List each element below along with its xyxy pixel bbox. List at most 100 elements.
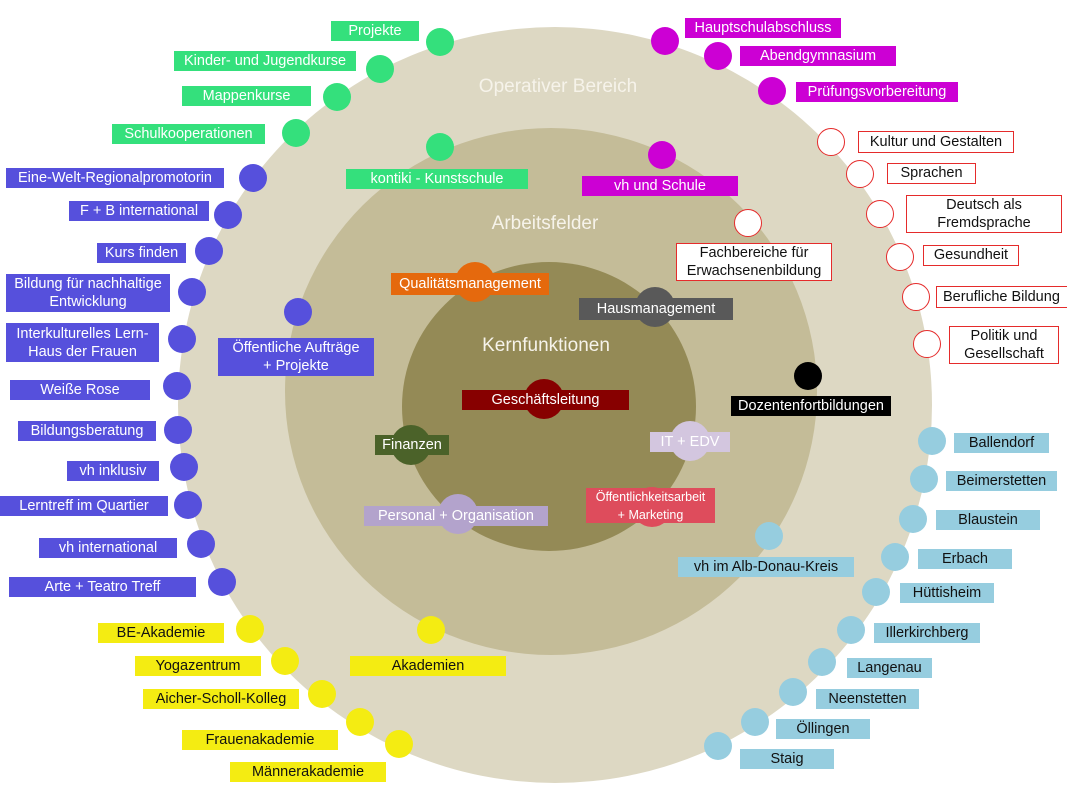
label-bildung-nachhaltige-entwicklung[interactable]: Bildung für nachhaltige Entwicklung [6,274,170,312]
node-abendgymnasium[interactable] [704,42,732,70]
label-erbach[interactable]: Erbach [918,549,1012,569]
label-lerntreff-im-quartier[interactable]: Lerntreff im Quartier [0,496,168,516]
node-fb-international[interactable] [214,201,242,229]
label-fachbereiche-erwachsenenbildung[interactable]: Fachbereiche für Erwachsenenbildung [676,243,832,281]
label-schulkooperationen[interactable]: Schulkooperationen [112,124,265,144]
node-pruefungsvorbereitung[interactable] [758,77,786,105]
label-akademien[interactable]: Akademien [350,656,506,676]
label-aicher-scholl-kolleg[interactable]: Aicher-Scholl-Kolleg [143,689,299,709]
node-vh-inklusiv[interactable] [170,453,198,481]
label-personal-organisation[interactable]: Personal + Organisation [364,506,548,526]
node-kontiki[interactable] [426,133,454,161]
label-vh-inklusiv[interactable]: vh inklusiv [67,461,159,481]
node-mappenkurse[interactable] [323,83,351,111]
label-weisse-rose[interactable]: Weiße Rose [10,380,150,400]
node-vh-alb-donau-kreis[interactable] [755,522,783,550]
node-hauptschulabschluss[interactable] [651,27,679,55]
node-weisse-rose[interactable] [163,372,191,400]
title-kernfunktionen: Kernfunktionen [482,335,610,356]
node-bne[interactable] [178,278,206,306]
node-neenstetten[interactable] [779,678,807,706]
label-qualitaetsmanagement[interactable]: Qualitätsmanagement [391,273,549,295]
label-ballendorf[interactable]: Ballendorf [954,433,1049,453]
label-kontiki-kunstschule[interactable]: kontiki - Kunstschule [346,169,528,189]
label-frauenakademie[interactable]: Frauenakademie [182,730,338,750]
label-kultur-und-gestalten[interactable]: Kultur und Gestalten [858,131,1014,153]
node-blaustein[interactable] [899,505,927,533]
node-huettisheim[interactable] [862,578,890,606]
label-neenstetten[interactable]: Neenstetten [816,689,919,709]
label-it-edv[interactable]: IT + EDV [650,432,730,452]
label-vh-und-schule[interactable]: vh und Schule [582,176,738,196]
node-ballendorf[interactable] [918,427,946,455]
node-berufliche-bildung[interactable] [902,283,930,311]
label-kurs-finden[interactable]: Kurs finden [97,243,186,263]
node-fachbereiche[interactable] [734,209,762,237]
label-vh-international[interactable]: vh international [39,538,177,558]
node-frauenakademie[interactable] [346,708,374,736]
label-interkulturelles-lern-haus[interactable]: Interkulturelles Lern- Haus der Frauen [6,323,159,362]
label-politik-und-gesellschaft[interactable]: Politik und Gesellschaft [949,326,1059,364]
node-arte-teatro[interactable] [208,568,236,596]
label-beimerstetten[interactable]: Beimerstetten [946,471,1057,491]
label-mappenkurse[interactable]: Mappenkurse [182,86,311,106]
node-kinder-jugendkurse[interactable] [366,55,394,83]
label-staig[interactable]: Staig [740,749,834,769]
label-gesundheit[interactable]: Gesundheit [923,245,1019,266]
label-maennerakademie[interactable]: Männerakademie [230,762,386,782]
node-interkulturelles-lernhaus[interactable] [168,325,196,353]
label-pruefungsvorbereitung[interactable]: Prüfungsvorbereitung [796,82,958,102]
label-deutsch-als-fremdsprache[interactable]: Deutsch als Fremdsprache [906,195,1062,233]
node-lerntreff-quartier[interactable] [174,491,202,519]
node-vh-international[interactable] [187,530,215,558]
node-projekte[interactable] [426,28,454,56]
node-staig[interactable] [704,732,732,760]
node-maennerakademie[interactable] [385,730,413,758]
node-eine-welt[interactable] [239,164,267,192]
label-dozentenfortbildungen[interactable]: Dozentenfortbildungen [731,396,891,416]
node-dozentenfortbildungen[interactable] [794,362,822,390]
label-eine-welt-regionalpromotorin[interactable]: Eine-Welt-Regionalpromotorin [6,168,224,188]
label-oellingen[interactable]: Öllingen [776,719,870,739]
node-langenau[interactable] [808,648,836,676]
label-kinder-und-jugendkurse[interactable]: Kinder- und Jugendkurse [174,51,356,71]
node-illerkirchberg[interactable] [837,616,865,644]
node-oeffentliche-auftraege[interactable] [284,298,312,326]
node-oellingen[interactable] [741,708,769,736]
label-bildungsberatung[interactable]: Bildungsberatung [18,421,156,441]
node-deutsch-fremdsprache[interactable] [866,200,894,228]
node-schulkooperationen[interactable] [282,119,310,147]
label-geschaeftsleitung[interactable]: Geschäftsleitung [462,390,629,410]
label-huettisheim[interactable]: Hüttisheim [900,583,994,603]
node-be-akademie[interactable] [236,615,264,643]
label-abendgymnasium[interactable]: Abendgymnasium [740,46,896,66]
label-yogazentrum[interactable]: Yogazentrum [135,656,261,676]
node-akademien[interactable] [417,616,445,644]
label-hausmanagement[interactable]: Hausmanagement [579,298,733,320]
label-illerkirchberg[interactable]: Illerkirchberg [874,623,980,643]
node-kurs-finden[interactable] [195,237,223,265]
label-berufliche-bildung[interactable]: Berufliche Bildung [936,286,1067,308]
node-aicher-scholl-kolleg[interactable] [308,680,336,708]
node-beimerstetten[interactable] [910,465,938,493]
node-politik-gesellschaft[interactable] [913,330,941,358]
node-gesundheit[interactable] [886,243,914,271]
node-bildungsberatung[interactable] [164,416,192,444]
label-f-b-international[interactable]: F + B international [69,201,209,221]
label-projekte[interactable]: Projekte [331,21,419,41]
label-blaustein[interactable]: Blaustein [936,510,1040,530]
node-vh-und-schule[interactable] [648,141,676,169]
label-langenau[interactable]: Langenau [847,658,932,678]
node-sprachen[interactable] [846,160,874,188]
node-kultur-gestalten[interactable] [817,128,845,156]
label-hauptschulabschluss[interactable]: Hauptschulabschluss [685,18,841,38]
label-sprachen[interactable]: Sprachen [887,163,976,184]
label-finanzen[interactable]: Finanzen [375,435,449,455]
label-oeffentliche-auftraege-projekte[interactable]: Öffentliche Aufträge + Projekte [218,338,374,376]
label-oeffentlichkeitsarbeit-marketing[interactable]: Öffentlichkeitsarbeit + Marketing [586,488,715,523]
label-vh-im-alb-donau-kreis[interactable]: vh im Alb-Donau-Kreis [678,557,854,577]
label-be-akademie[interactable]: BE-Akademie [98,623,224,643]
label-arte-teatro-treff[interactable]: Arte + Teatro Treff [9,577,196,597]
node-yogazentrum[interactable] [271,647,299,675]
node-erbach[interactable] [881,543,909,571]
